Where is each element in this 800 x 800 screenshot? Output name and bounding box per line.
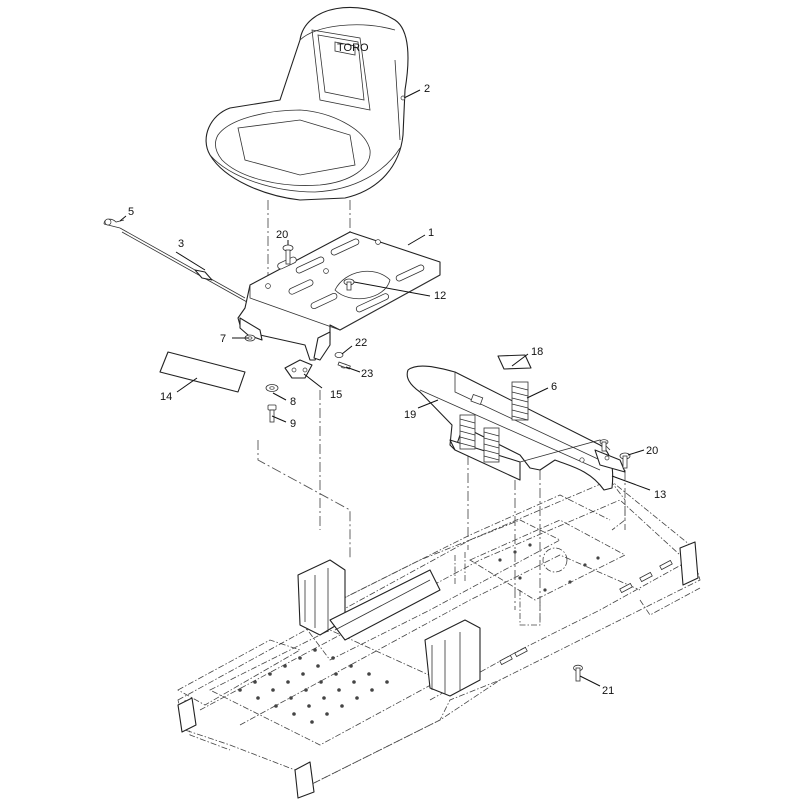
callout-19: 19 bbox=[404, 409, 416, 421]
callout-20-right: 20 bbox=[646, 445, 658, 457]
washer-22 bbox=[334, 351, 344, 358]
frame-seat-bracket-right bbox=[424, 619, 481, 697]
decal-14 bbox=[159, 351, 246, 393]
callout-14: 14 bbox=[160, 391, 172, 403]
spring-left-rear bbox=[459, 414, 476, 450]
seat-mount-plate bbox=[237, 231, 441, 361]
callout-18: 18 bbox=[531, 346, 543, 358]
hairpin-clip bbox=[103, 218, 125, 229]
callout-5: 5 bbox=[128, 206, 134, 218]
callout-20-left: 20 bbox=[276, 229, 288, 241]
callout-1: 1 bbox=[428, 227, 434, 239]
callout-8: 8 bbox=[290, 396, 296, 408]
frame-end-cap-front bbox=[294, 761, 315, 799]
bolt-9 bbox=[267, 404, 277, 423]
callout-2: 2 bbox=[424, 83, 430, 95]
frame-end-cap-right bbox=[679, 541, 699, 586]
seat: TORO bbox=[205, 6, 409, 201]
callout-23: 23 bbox=[361, 368, 373, 380]
frame-seat-bracket-left bbox=[297, 559, 441, 641]
seat-badge bbox=[334, 41, 356, 56]
seat-badge-text: TORO bbox=[337, 42, 369, 54]
callout-3: 3 bbox=[178, 238, 184, 250]
bolt-small-bracket bbox=[599, 439, 609, 452]
callout-9: 9 bbox=[290, 418, 296, 430]
bracket-plate-13 bbox=[594, 449, 626, 473]
deck-plate-holes bbox=[238, 648, 389, 724]
leader-lines bbox=[119, 89, 651, 687]
chassis-frame bbox=[177, 479, 701, 799]
callout-6: 6 bbox=[551, 381, 557, 393]
decal-18 bbox=[497, 354, 532, 370]
rail-slots bbox=[499, 559, 673, 666]
callout-21: 21 bbox=[602, 685, 614, 697]
callout-15: 15 bbox=[330, 389, 342, 401]
seat-switch-bracket-15 bbox=[284, 359, 313, 379]
seat-adjust-rod bbox=[119, 227, 248, 303]
bolt-21 bbox=[573, 664, 583, 682]
frame-end-cap-left bbox=[177, 697, 197, 733]
callout-7: 7 bbox=[220, 333, 226, 345]
callout-13: 13 bbox=[654, 489, 666, 501]
callout-12: 12 bbox=[434, 290, 446, 302]
callout-22: 22 bbox=[355, 337, 367, 349]
mount-plate-holes bbox=[498, 543, 600, 592]
bolt-20-right bbox=[619, 452, 631, 469]
spring-left-front bbox=[483, 427, 500, 463]
spring-6-right bbox=[511, 381, 529, 421]
washer-8 bbox=[265, 384, 279, 392]
callout-labels: 2 1 3 5 20 12 7 14 8 9 15 22 23 18 6 19 … bbox=[128, 83, 666, 697]
